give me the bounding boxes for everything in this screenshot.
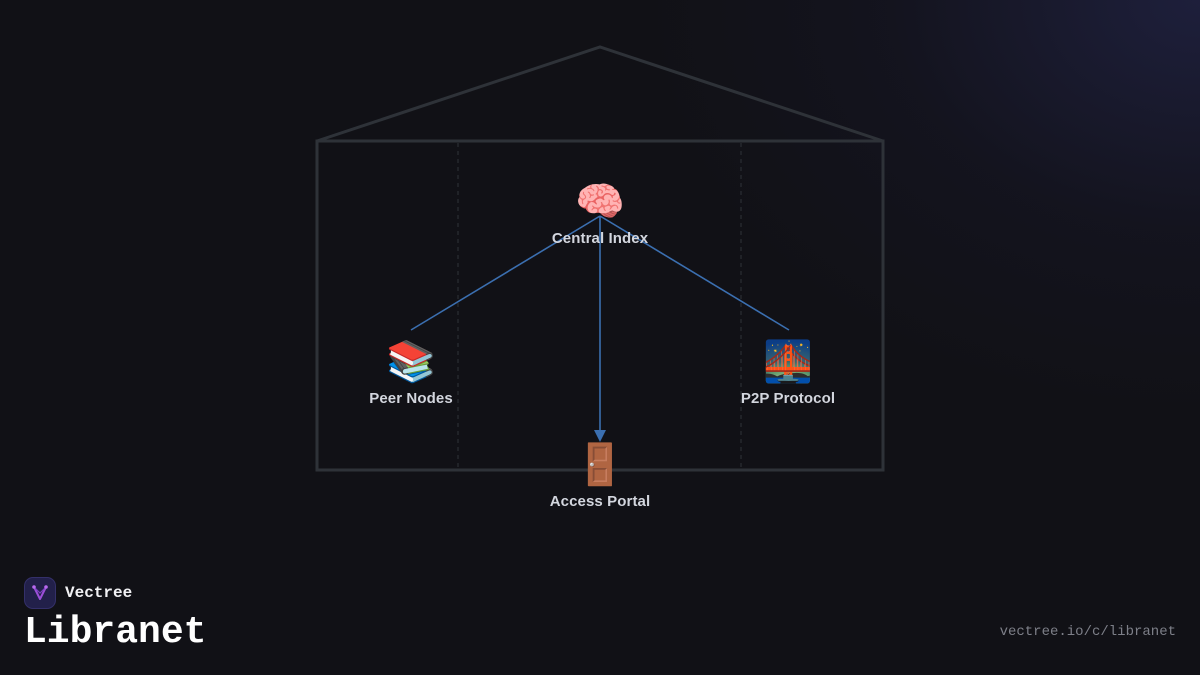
- brand-name: Vectree: [65, 584, 133, 602]
- brain-icon: 🧠: [575, 179, 625, 225]
- bridge-at-night-icon: 🌉: [763, 339, 813, 385]
- source-url[interactable]: vectree.io/c/libranet: [999, 624, 1176, 640]
- edge-central-to-p2p-protocol: [599, 215, 790, 331]
- vectree-logo-icon: [24, 577, 56, 609]
- node-label-access-portal: Access Portal: [549, 493, 651, 510]
- node-p2p-protocol: 🌉 P2P Protocol: [741, 338, 835, 408]
- door-icon: 🚪: [575, 442, 625, 488]
- node-label-p2p-protocol: P2P Protocol: [740, 390, 836, 407]
- house-outline: [315, 45, 885, 472]
- page-title: Libranet: [24, 611, 207, 654]
- vectree-logo-glyph: [32, 585, 48, 600]
- brand: Vectree: [24, 577, 132, 609]
- node-label-peer-nodes: Peer Nodes: [369, 390, 453, 407]
- node-access-portal: 🚪 Access Portal: [550, 441, 651, 511]
- node-central-index: 🧠 Central Index: [552, 178, 648, 248]
- books-icon: 📚: [386, 339, 436, 385]
- house-roof: [316, 45, 884, 143]
- node-peer-nodes: 📚 Peer Nodes: [369, 338, 453, 408]
- node-label-central-index: Central Index: [551, 230, 649, 247]
- edges: [410, 215, 790, 442]
- house-body: [315, 139, 885, 472]
- edge-central-to-peer-nodes: [410, 215, 601, 331]
